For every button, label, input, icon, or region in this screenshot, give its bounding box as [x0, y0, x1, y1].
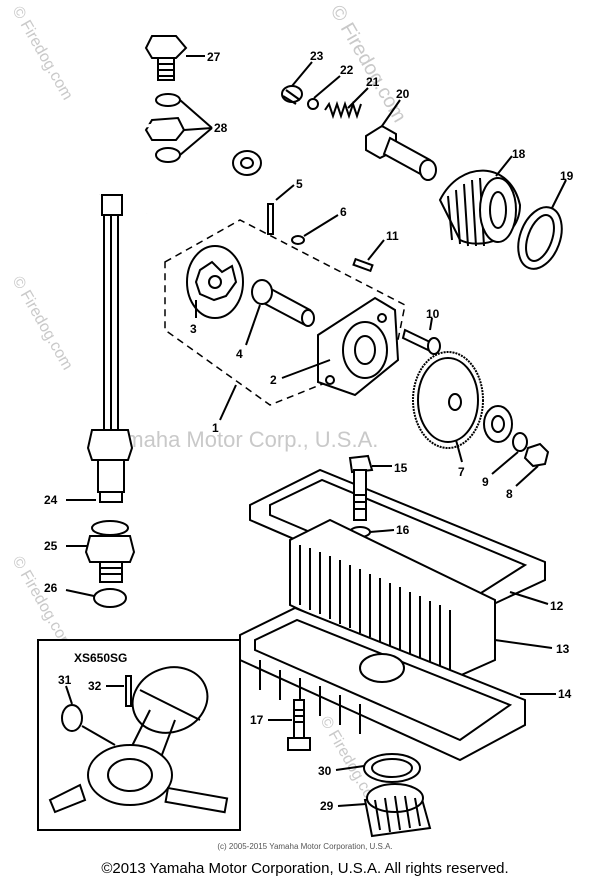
filter-bolt-23	[281, 85, 303, 105]
callout-1: 1	[212, 421, 219, 435]
oil-filter-18	[438, 169, 522, 247]
callout-2: 2	[270, 373, 277, 387]
inset-xs650sg: XS650SG	[37, 639, 241, 831]
callout-13: 13	[556, 642, 570, 656]
callouts: 27 28 5 6 11 3 4 2 1 10 7 9 8 23 22 21	[44, 49, 574, 813]
washer-9	[512, 432, 528, 452]
callout-21: 21	[366, 75, 380, 89]
callout-5: 5	[296, 177, 303, 191]
oil-pan-14	[239, 606, 526, 762]
callout-17: 17	[250, 713, 264, 727]
bolt-17	[287, 699, 311, 751]
watermark-center: Yamaha Motor Corp., U.S.A.	[100, 427, 378, 452]
callout-15: 15	[394, 461, 408, 475]
filter-bolt-20	[365, 124, 437, 181]
callout-30: 30	[318, 764, 332, 778]
nut-8	[523, 442, 550, 468]
callout-3: 3	[190, 322, 197, 336]
callout-24: 24	[44, 493, 58, 507]
callout-32: 32	[88, 679, 102, 693]
o-ring-19	[517, 206, 563, 270]
union-fitting-25	[84, 520, 136, 583]
bolt-15	[348, 454, 374, 521]
spring-21	[324, 100, 362, 120]
washer-28-bottom	[155, 147, 181, 163]
callout-28: 28	[214, 121, 228, 135]
watermark-firedog-left-mid: © Firedog.com	[9, 274, 76, 374]
pump-drive-gear-7	[412, 351, 513, 449]
gasket-12-inner	[269, 478, 528, 602]
screw-10	[401, 328, 441, 355]
pin-11	[352, 257, 374, 273]
callout-11: 11	[386, 229, 399, 243]
callout-29: 29	[320, 799, 334, 813]
callout-20: 20	[396, 87, 410, 101]
callout-23: 23	[310, 49, 324, 63]
callout-16: 16	[396, 523, 410, 537]
oil-strainer-13	[289, 518, 496, 682]
banjo-bolt-27	[144, 35, 188, 81]
callout-18: 18	[512, 147, 526, 161]
washer-28-top	[155, 93, 181, 107]
oil-delivery-pipe-24	[36, 123, 262, 503]
callout-8: 8	[506, 487, 513, 501]
pump-rotor-3	[186, 245, 244, 319]
callout-4: 4	[236, 347, 243, 361]
callout-6: 6	[340, 205, 347, 219]
callout-10: 10	[426, 307, 440, 321]
pin-5	[267, 203, 274, 235]
pump-cover-2	[317, 296, 400, 397]
footer-copyright: ©2013 Yamaha Motor Corporation, U.S.A. A…	[101, 860, 509, 877]
callout-12: 12	[550, 599, 564, 613]
callout-14: 14	[558, 687, 572, 701]
callout-7: 7	[458, 465, 465, 479]
watermark-firedog-left-top: © Firedog.com	[9, 4, 76, 104]
watermark-firedog-left-low: © Firedog.com	[9, 554, 76, 654]
callout-19: 19	[560, 169, 574, 183]
pump-shaft-4	[251, 279, 315, 327]
small-copyright: (c) 2005-2015 Yamaha Motor Corporation, …	[217, 842, 393, 851]
pin-6	[291, 235, 305, 245]
callout-26: 26	[44, 581, 58, 595]
banjo-fitting-28	[144, 116, 186, 141]
ball-22	[307, 98, 319, 110]
drain-plug-29	[363, 783, 432, 838]
callout-9: 9	[482, 475, 489, 489]
gasket-26	[93, 588, 127, 608]
oil-pump-assembly-box	[164, 219, 406, 406]
callout-27: 27	[207, 50, 221, 64]
gasket-12	[249, 468, 546, 617]
callout-22: 22	[340, 63, 354, 77]
inset-model-label: XS650SG	[74, 651, 127, 665]
gasket-30-inner	[371, 758, 413, 778]
o-ring-19-inner	[525, 214, 555, 262]
callout-25: 25	[44, 539, 58, 553]
callout-31: 31	[58, 673, 72, 687]
